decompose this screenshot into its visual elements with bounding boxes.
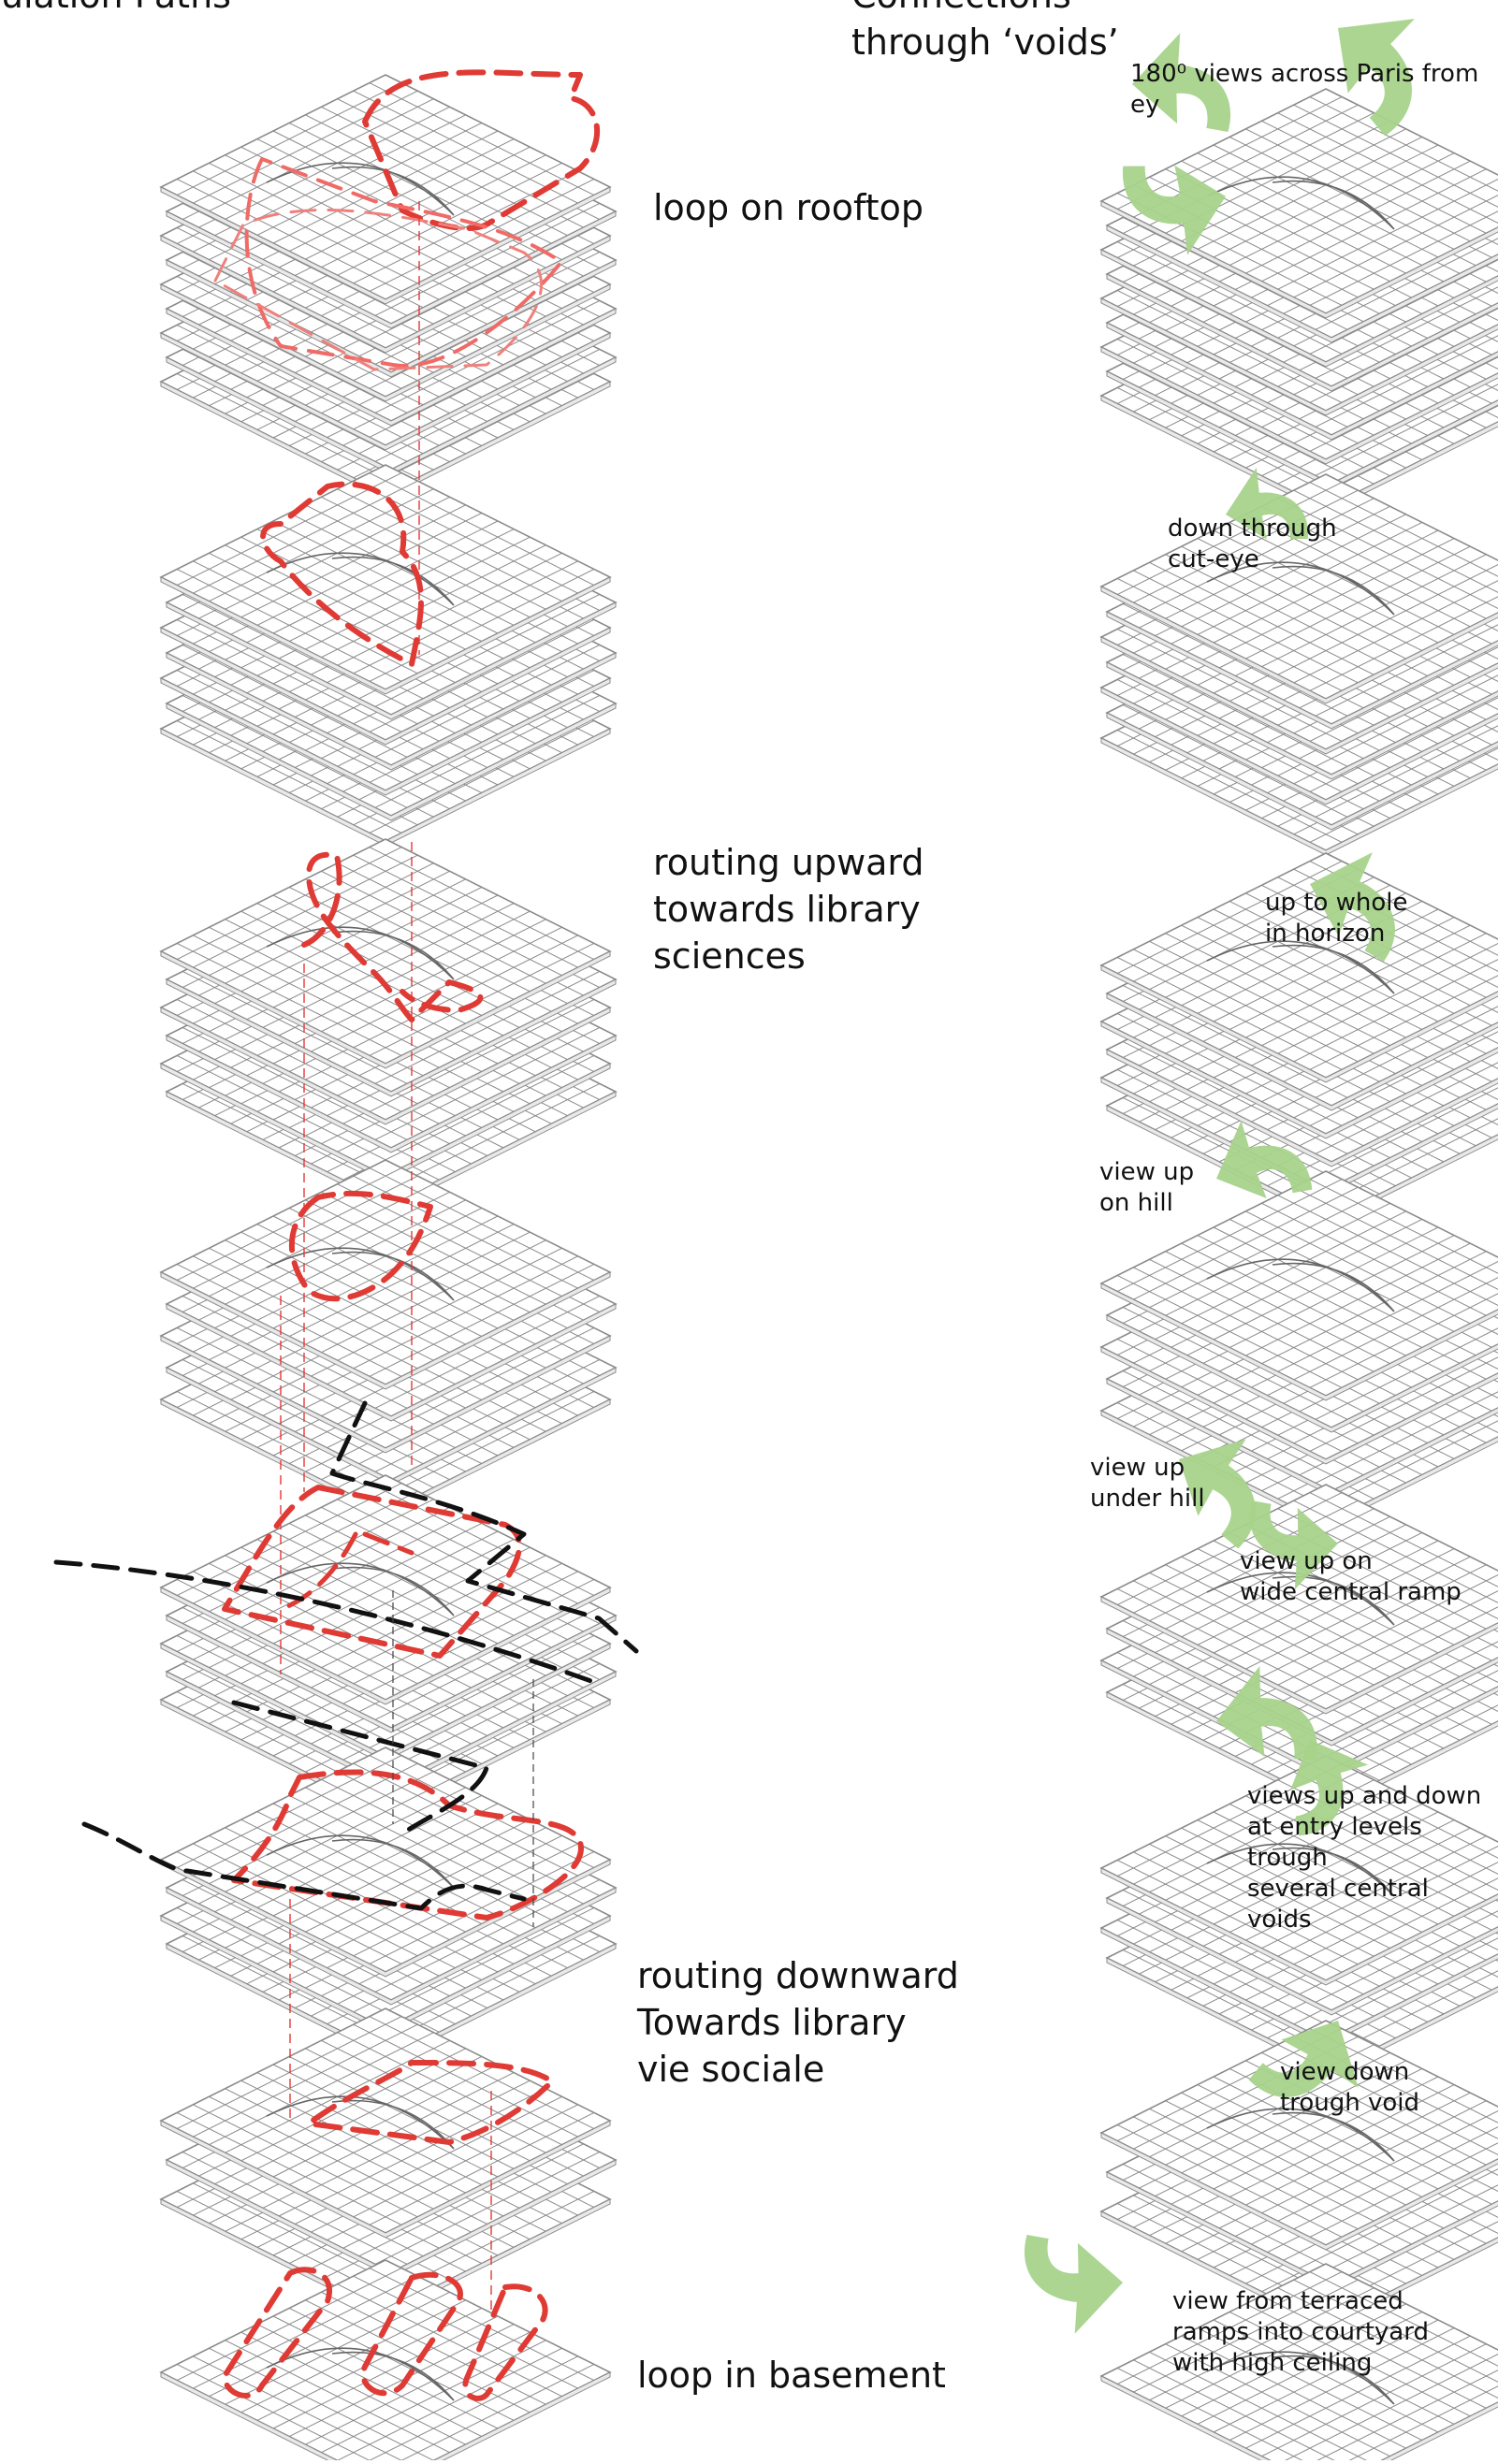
basement-loop-c	[462, 2283, 548, 2401]
level3-loop	[301, 851, 484, 1022]
label-whole-horizon: up to whole in horizon	[1265, 889, 1408, 948]
right-stack-5	[1099, 1484, 1498, 1810]
left-stack-1	[159, 74, 618, 500]
label-view-up-hill: view up on hill	[1099, 1158, 1195, 1217]
black-path-1	[329, 1400, 639, 1654]
left-stack-4	[159, 1159, 618, 1517]
label-view-under-hill: view up under hill	[1090, 1454, 1205, 1513]
right-stack-8	[1099, 2263, 1498, 2464]
right-stack-6	[1099, 1755, 1498, 2076]
level2-loop	[260, 481, 424, 667]
basement-loop-b	[360, 2271, 463, 2397]
green-arrow-10	[1290, 1740, 1369, 1836]
green-arrow-4	[1226, 467, 1308, 540]
black-path-3	[231, 1700, 489, 1836]
green-arrow-5	[1310, 852, 1395, 962]
left-heading: culation Paths	[0, 0, 231, 19]
right-stack-7	[1099, 2020, 1498, 2329]
green-arrow-12	[1024, 2235, 1123, 2334]
right-stack-2	[1099, 473, 1498, 856]
right-stack-1	[1099, 88, 1498, 514]
green-arrow-6	[1216, 1120, 1313, 1198]
green-arrow-2	[1338, 19, 1415, 137]
green-arrow-8	[1249, 1500, 1338, 1590]
level7-loop	[306, 2060, 555, 2145]
green-arrow-9	[1216, 1666, 1317, 1761]
level5-loop	[222, 1485, 522, 1659]
black-path-4	[81, 1821, 527, 1911]
rooftop-loop-c	[213, 208, 543, 371]
label-routing-downward: routing downward Towards library vie soc…	[637, 1955, 959, 2090]
basement-loop-a	[222, 2267, 332, 2399]
label-central-ramp: view up on wide central ramp	[1240, 1547, 1462, 1606]
right-heading: Connections through ‘voids’	[851, 0, 1119, 63]
rooftop-loop-b	[244, 157, 563, 368]
level4-loop	[288, 1190, 433, 1302]
label-terraced-ramps: view from terraced ramps into courtyard …	[1172, 2287, 1429, 2377]
label-loop-basement: loop in basement	[637, 2355, 946, 2396]
black-path-2	[53, 1559, 602, 1687]
green-arrow-7	[1179, 1439, 1256, 1549]
left-stack-2	[159, 464, 618, 847]
right-stack-4	[1099, 1170, 1498, 1529]
label-routing-upward: routing upward towards library sciences	[653, 842, 924, 977]
label-down-void: view down trough void	[1280, 2058, 1419, 2117]
green-arrow-3	[1123, 165, 1226, 255]
label-entry-voids: views up and down at entry levels trough…	[1247, 1782, 1482, 1934]
right-stack-3	[1099, 852, 1498, 1224]
left-stack-3	[159, 838, 618, 1210]
label-180-views: 180⁰ views across Paris from ey	[1130, 60, 1479, 119]
level6-loop	[231, 1769, 584, 1920]
green-arrow-1	[1132, 33, 1231, 132]
green-arrow-11	[1248, 2021, 1359, 2097]
label-down-cut-eye: down through cut-eye	[1168, 515, 1337, 573]
label-loop-rooftop: loop on rooftop	[653, 187, 924, 228]
level5-inner	[278, 1531, 414, 1612]
left-stack-8	[159, 2259, 612, 2464]
